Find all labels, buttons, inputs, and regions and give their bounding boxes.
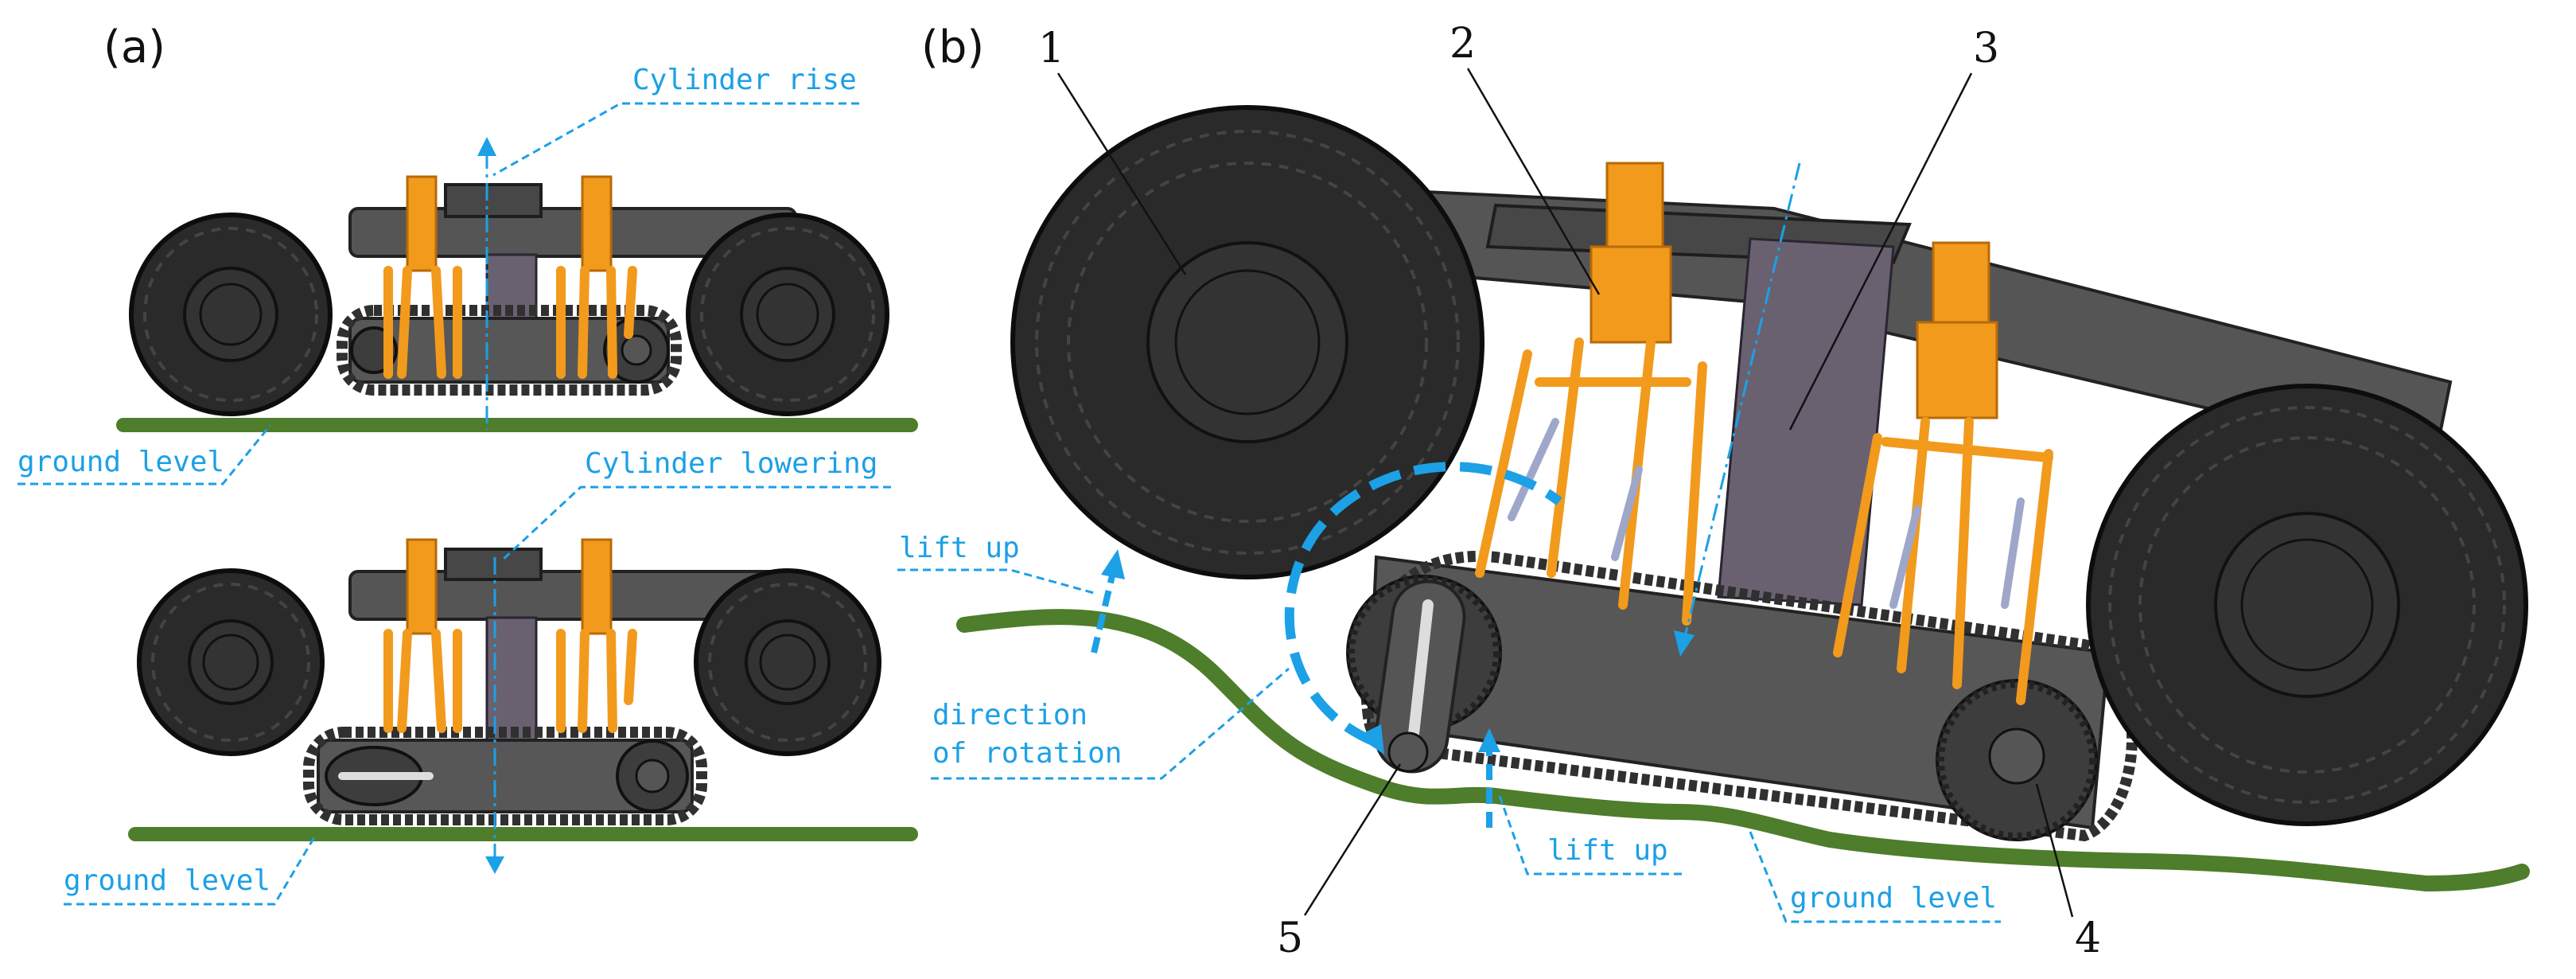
right-tire-tread — [700, 227, 875, 402]
panel-label-a: (a) — [103, 21, 165, 73]
sprocket-hub — [621, 334, 652, 366]
part-number-1: 1 — [1038, 25, 1064, 72]
tire-right-b-bolt-ring — [2240, 538, 2374, 672]
leader-part-1 — [1056, 72, 1187, 275]
ground-line-b — [956, 609, 2530, 892]
left-tire-hub — [183, 267, 278, 362]
leader-part-4 — [2035, 783, 2074, 918]
right-tire-bolt-ring — [756, 283, 819, 346]
drive-sprocket-hub — [1988, 727, 2045, 785]
cylinder-axis-b — [1683, 162, 1801, 638]
left-tire-tread — [151, 583, 310, 742]
right-tire-hub — [745, 619, 831, 705]
hydraulic-struts — [1508, 418, 2025, 609]
tire-item-1-tread-inner — [1067, 162, 1428, 523]
leader-cylinder-rise — [492, 102, 859, 177]
panel-label-b: (b) — [921, 21, 984, 73]
legs-left — [383, 629, 462, 733]
vehicle-b — [1010, 105, 2528, 842]
left-tire-tread — [143, 227, 318, 402]
part-number-5: 5 — [1277, 915, 1303, 962]
track-chain — [337, 305, 682, 396]
vehicle-a-bottom — [137, 538, 881, 825]
label-ground-level-top: ground level — [18, 446, 224, 478]
frame-top-block — [444, 183, 543, 218]
sprocket-hub — [635, 759, 670, 794]
lowering-arrowhead-b — [1674, 630, 1695, 657]
right-tire-bolt-ring — [759, 634, 816, 691]
legs-right — [556, 266, 637, 379]
part-number-2: 2 — [1449, 20, 1476, 68]
lift-cylinder-left — [406, 175, 438, 272]
leader-ground-level-b — [1749, 831, 2001, 923]
label-cylinder-lowering: Cylinder lowering — [585, 447, 877, 480]
lift-cylinder-right — [581, 538, 613, 635]
tire-item-1-bolt-ring — [1174, 269, 1321, 415]
frame-top-block — [444, 548, 543, 581]
leader-lift-up-1 — [897, 568, 1095, 595]
rotation-arc — [1284, 462, 1562, 747]
legs-right — [556, 629, 637, 733]
leader-cylinder-lowering — [500, 486, 891, 563]
drive-sprocket-teeth — [1936, 680, 2097, 841]
leader-part-3 — [1788, 72, 1973, 431]
central-cylinder-tilted — [1717, 237, 1895, 607]
tire-right-b-tread-inner — [2138, 436, 2476, 774]
tire-item-1-hub — [1146, 241, 1348, 443]
leader-ground-level-bottom — [64, 837, 316, 906]
leader-direction-of-rotation — [931, 667, 1290, 780]
lift-cylinder-top-1 — [1605, 162, 1664, 260]
idler-wheel-end — [1387, 731, 1429, 773]
rise-arrowhead — [477, 137, 496, 156]
left-tire-bolt-ring — [202, 634, 259, 691]
idler-arm-rod — [1407, 599, 1434, 754]
lift-up-arrow-2-head — [1478, 728, 1500, 752]
lift-cylinder-body-2 — [1916, 321, 1998, 419]
part-number-4: 4 — [2075, 915, 2101, 962]
lowering-arrowhead — [485, 856, 504, 874]
leader-lift-up-2 — [1498, 795, 1687, 876]
lift-cylinder-right — [581, 175, 613, 272]
label-direction-line-1: direction — [932, 699, 1088, 731]
lift-cylinder-left — [406, 538, 438, 635]
leader-ground-level-top — [18, 424, 272, 486]
part-number-3: 3 — [1973, 25, 1999, 72]
legs-left — [383, 266, 462, 379]
label-direction-line-2: of rotation — [932, 737, 1122, 770]
label-ground-level-b: ground level — [1790, 882, 1997, 915]
label-ground-level-bottom: ground level — [64, 864, 270, 897]
rotation-arrowhead — [1357, 724, 1384, 755]
leader-part-2 — [1466, 68, 1601, 295]
legs-group-2 — [1833, 417, 2053, 705]
label-cylinder-rise: Cylinder rise — [632, 64, 857, 96]
tire-right-b-tread — [2108, 406, 2506, 804]
label-lift-up-2: lift up — [1547, 834, 1668, 867]
lift-up-arrow-1-head — [1101, 549, 1125, 579]
lift-cylinder-body-1 — [1590, 245, 1672, 344]
right-tire-tread — [708, 583, 867, 742]
vehicle-a-top — [129, 175, 889, 416]
label-lift-up-1: lift up — [899, 532, 1020, 564]
leader-part-5 — [1303, 763, 1402, 916]
left-tire-hub — [188, 619, 274, 705]
tire-item-1-tread — [1035, 130, 1460, 555]
left-tire-bolt-ring — [199, 283, 263, 346]
lift-up-arrow-1-shaft — [1091, 568, 1117, 653]
right-tire-hub — [740, 267, 835, 362]
track-chain — [303, 727, 707, 825]
lift-cylinder-top-2 — [1932, 241, 1990, 332]
